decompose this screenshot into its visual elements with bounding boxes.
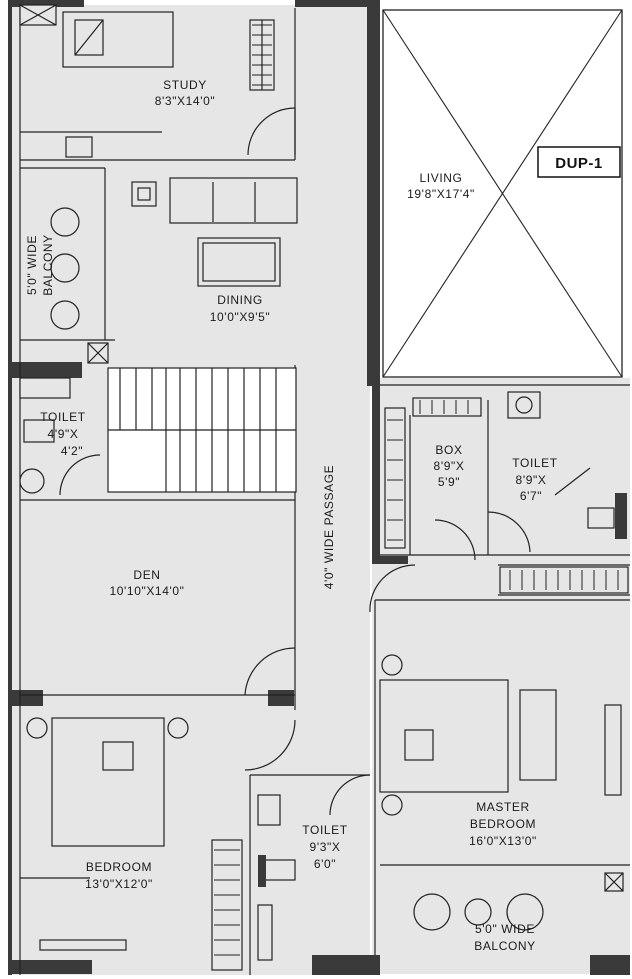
dup-badge-text: DUP-1 [555,155,603,172]
toilet-left-door[interactable] [59,454,101,496]
walls [8,0,630,975]
living-label: LIVING [420,171,463,185]
bedroom-bed [26,717,189,951]
box-label: BOX [435,443,462,457]
toilet-right-size-1: 8'9"X [516,473,547,487]
room-labels: STUDY 8'3"X14'0" LIVING 19'8"X17'4" DINI… [25,78,557,953]
toilet-left-fixtures [19,377,71,494]
box-door[interactable] [434,519,476,561]
study-furniture [19,4,275,158]
study-size: 8'3"X14'0" [155,94,215,108]
shaft [87,342,109,364]
toilet-right-size-2: 6'7" [520,489,542,503]
bedroom-size: 13'0"X12'0" [85,877,153,891]
box-wardrobe [384,397,482,549]
toilet-right-fixtures [507,391,615,529]
study-door-arc[interactable] [247,107,296,156]
balcony-bottom-label-2: BALCONY [474,939,536,953]
master-wardrobe [499,566,629,594]
master-door[interactable] [369,564,416,613]
passage-label: 4'0" WIDE PASSAGE [322,465,336,590]
master-label-2: BEDROOM [470,817,536,831]
bedroom-label: BEDROOM [86,860,152,874]
dining-furniture [131,177,298,287]
living-size: 19'8"X17'4" [407,187,475,201]
toilet-left-label: TOILET [40,410,85,424]
master-label: MASTER [476,800,530,814]
balcony-top-label: 5'0" WIDE [25,235,39,295]
box-hatch [387,400,469,541]
den-door[interactable] [244,647,296,696]
toilet-bottom-fixtures [211,794,296,971]
study-label: STUDY [163,78,207,92]
toilet-right-door[interactable] [487,511,531,553]
bedroom-door[interactable] [244,719,296,771]
toilet-bottom-label: TOILET [302,823,347,837]
balcony-chairs [50,207,80,330]
master-size: 16'0"X13'0" [469,834,537,848]
toilet-left-size-2: 4'2" [61,444,83,458]
master-bed [379,654,622,816]
bedroom-wardrobe-hatch [214,849,240,956]
toilet-bottom-door[interactable] [329,774,371,816]
dining-label: DINING [217,293,263,307]
dining-size: 10'0"X9'5" [210,310,270,324]
toilet-right-label: TOILET [512,456,557,470]
partitions [19,8,630,975]
box-size-1: 8'9"X [434,459,465,473]
toilet-left-size-1: 4'9"X [48,427,79,441]
den-label: DEN [133,568,160,582]
study-wardrobe [252,24,272,86]
balcony-bottom-chairs [413,872,624,931]
staircase [107,367,297,493]
balcony-top-label-2: BALCONY [41,234,55,296]
toilet-bottom-size-2: 6'0" [314,857,336,871]
toilet-bottom-size-1: 9'3"X [310,840,341,854]
living-void [382,9,623,378]
den-size: 10'10"X14'0" [109,584,184,598]
dup-badge: DUP-1 [537,146,621,178]
balcony-bottom-label: 5'0" WIDE [475,922,535,936]
box-size-2: 5'9" [438,475,460,489]
